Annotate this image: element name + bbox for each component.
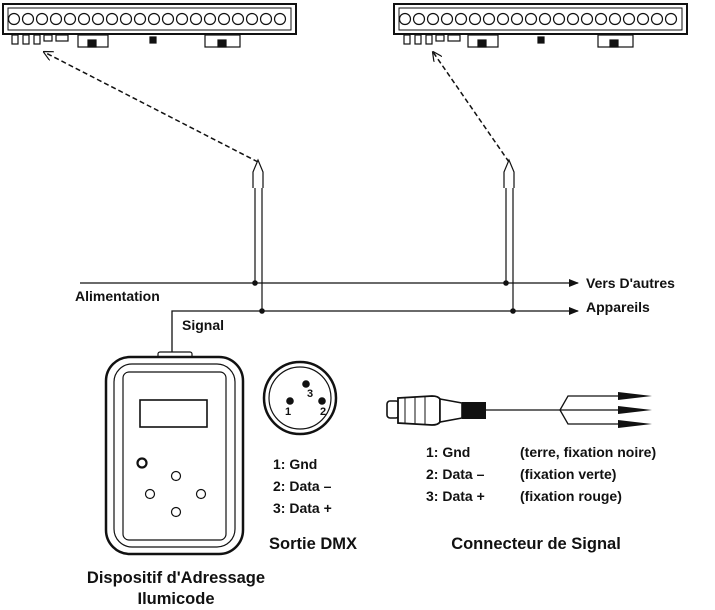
dmx-legend-1: 1: Gnd — [273, 456, 317, 472]
device-button-left — [144, 488, 156, 500]
dmx-pin-label-3: 3 — [307, 388, 313, 400]
connector-title: Connecteur de Signal — [451, 535, 621, 553]
junction-dot — [503, 280, 509, 286]
led-bar-fixture-right — [393, 3, 688, 48]
clip-red — [618, 420, 652, 428]
fixture-base-right — [403, 34, 634, 48]
device-title-line2: Ilumicode — [137, 590, 214, 608]
device-led — [136, 457, 148, 469]
device-title-line1: Dispositif d'Adressage — [87, 569, 265, 587]
dmx-output-socket — [262, 360, 338, 436]
dmx-output-title: Sortie DMX — [269, 535, 357, 553]
label-signal: Signal — [182, 317, 224, 333]
connector-note-3: (fixation rouge) — [520, 488, 622, 504]
device-button-right — [195, 488, 207, 500]
addressing-device — [104, 351, 245, 556]
dmx-legend-3: 3: Data + — [273, 500, 332, 516]
clip-black — [618, 392, 652, 400]
xlr-signal-connector — [386, 392, 652, 428]
led-row-left — [7, 12, 287, 26]
probe-left — [252, 158, 265, 314]
connector-note-1: (terre, fixation noire) — [520, 444, 656, 460]
signal-line — [171, 307, 579, 355]
connector-pin-2: 2: Data – — [426, 466, 485, 482]
dmx-pin-3 — [302, 380, 310, 388]
junction-dot — [252, 280, 258, 286]
dmx-pin-label-2: 2 — [320, 406, 326, 418]
fixture-base-left — [11, 34, 241, 48]
device-button-up — [170, 470, 182, 482]
label-alimentation: Alimentation — [75, 288, 160, 304]
clip-green — [618, 406, 652, 414]
led-row-right — [398, 12, 678, 26]
connector-note-2: (fixation verte) — [520, 466, 616, 482]
device-display — [139, 399, 208, 428]
label-appareils: Appareils — [586, 299, 650, 315]
label-vers-dautres: Vers D'autres — [586, 275, 675, 291]
junction-dot — [510, 308, 516, 314]
led-bar-fixture-left — [2, 3, 297, 48]
connector-pin-1: 1: Gnd — [426, 444, 470, 460]
dmx-pin-2 — [318, 397, 326, 405]
junction-dot — [259, 308, 265, 314]
dmx-pin-1 — [286, 397, 294, 405]
dashed-arrow-right — [433, 52, 510, 163]
device-button-down — [170, 506, 182, 518]
connector-pin-3: 3: Data + — [426, 488, 485, 504]
dmx-legend-2: 2: Data – — [273, 478, 332, 494]
dmx-pin-label-1: 1 — [285, 406, 291, 418]
probe-right — [503, 158, 516, 314]
dashed-arrow-left — [44, 52, 259, 163]
